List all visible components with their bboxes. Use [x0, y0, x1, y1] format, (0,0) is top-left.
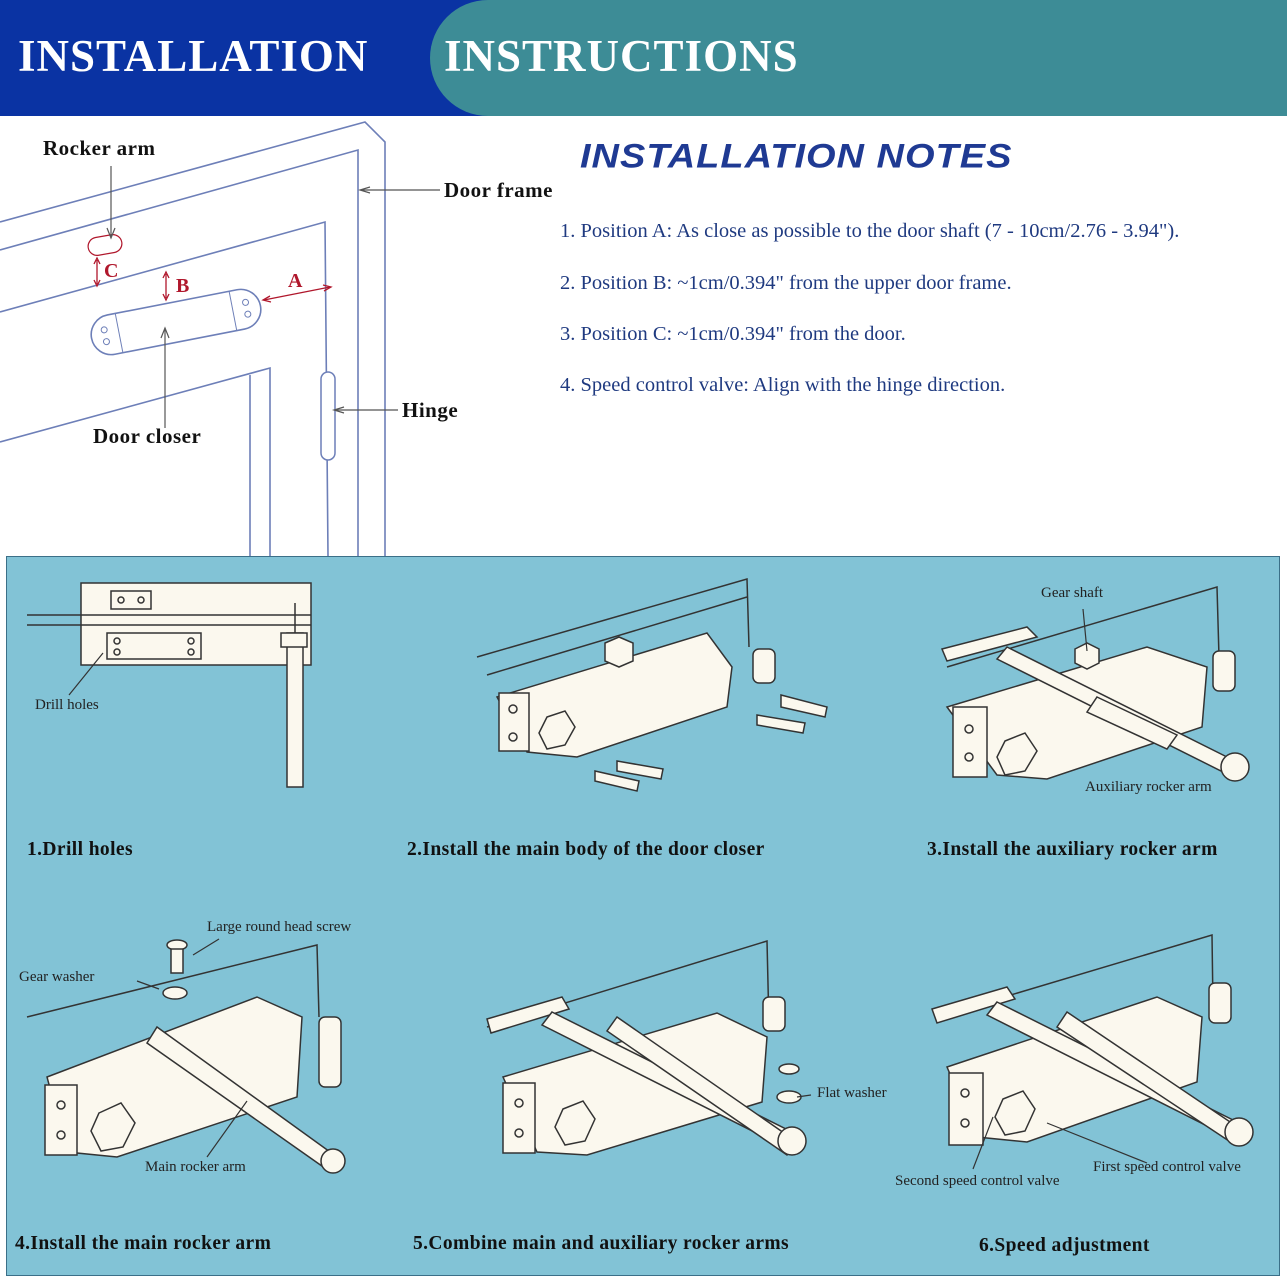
door-frame-label: Door frame: [444, 178, 553, 202]
door-closer-label: Door closer: [93, 424, 202, 448]
step-6-title: 6.Speed adjustment: [979, 1235, 1150, 1256]
note-item-2: 2. Position B: ~1cm/0.394" from the uppe…: [560, 272, 1012, 294]
label-auxiliary-rocker-arm: Auxiliary rocker arm: [1085, 779, 1212, 795]
header-title-part2: INSTRUCTIONS: [444, 31, 799, 81]
step-illustrations: [26, 578, 1254, 1174]
header-banner: INSTALLATION INSTRUCTIONS: [0, 0, 1287, 116]
label-first-speed-control-valve: First speed control valve: [1093, 1159, 1241, 1175]
door-frame-diagram: [0, 121, 440, 557]
hinge-label: Hinge: [402, 398, 459, 422]
label-main-rocker-arm: Main rocker arm: [145, 1159, 246, 1175]
note-item-4: 4. Speed control valve: Align with the h…: [560, 374, 1006, 396]
label-drill-holes: Drill holes: [35, 697, 99, 713]
label-gear-shaft: Gear shaft: [1041, 585, 1104, 601]
position-a-marker: A: [288, 270, 303, 292]
hinge-shape: [320, 371, 336, 461]
step6-speed-adjustment-illustration: [931, 933, 1254, 1147]
installation-notes-title: INSTALLATION NOTES: [580, 138, 1013, 176]
step-3-title: 3.Install the auxiliary rocker arm: [927, 839, 1218, 860]
note-item-3: 3. Position C: ~1cm/0.394" from the door…: [560, 323, 906, 345]
step3-auxiliary-arm-illustration: [940, 586, 1250, 782]
label-large-round-head-screw: Large round head screw: [207, 919, 352, 935]
note-item-1: 1. Position A: As close as possible to t…: [560, 220, 1180, 242]
step1-drill-template-illustration: [27, 582, 312, 788]
step-5-title: 5.Combine main and auxiliary rocker arms: [413, 1233, 790, 1254]
step-2-title: 2.Install the main body of the door clos…: [407, 839, 765, 860]
steps-panel: Drill holes Gear shaft Auxiliary rocker …: [6, 556, 1280, 1276]
header-title-part1: INSTALLATION: [18, 31, 369, 81]
door-closer-shape: [90, 288, 262, 356]
step2-closer-body-illustration: [476, 578, 828, 792]
step-1-title: 1.Drill holes: [27, 839, 133, 860]
position-b-marker: B: [176, 275, 190, 297]
rocker-arm-shape: [87, 234, 123, 256]
header-teal-band: [430, 0, 1287, 116]
label-gear-washer: Gear washer: [19, 969, 95, 985]
label-flat-washer: Flat washer: [817, 1085, 887, 1101]
step4-main-arm-illustration: [26, 939, 346, 1174]
rocker-arm-label: Rocker arm: [43, 136, 156, 160]
step5-combine-arms-illustration: [486, 939, 807, 1157]
position-c-marker: C: [104, 260, 119, 282]
label-second-speed-control-valve: Second speed control valve: [895, 1173, 1060, 1189]
step-4-title: 4.Install the main rocker arm: [15, 1233, 272, 1254]
